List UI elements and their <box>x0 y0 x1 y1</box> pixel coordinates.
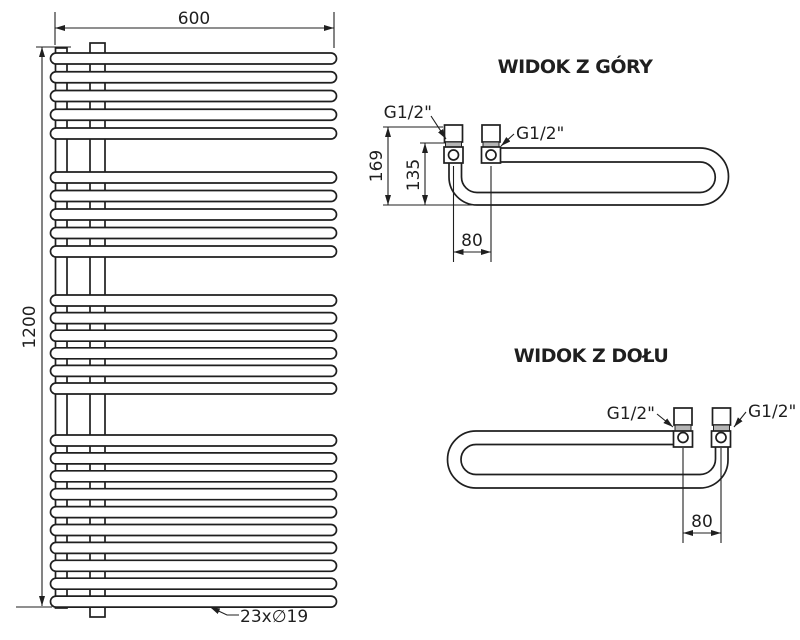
width-dim-label: 600 <box>178 9 210 29</box>
tube <box>49 364 338 378</box>
tube <box>49 245 338 258</box>
valve-block <box>673 407 693 426</box>
dim-135: 135 <box>404 142 445 205</box>
valve-block <box>711 407 732 426</box>
tube <box>49 226 338 240</box>
tube-count-label: 23x∅19 <box>240 607 308 627</box>
tube-count-callout: 23x∅19 <box>209 606 308 627</box>
thread-band <box>713 424 730 432</box>
pipe-return-bend <box>699 161 717 194</box>
bottom-view: WIDOK Z DOŁU 80 <box>446 345 796 543</box>
dim-80-top: 80 <box>452 166 492 262</box>
leader-line <box>656 413 674 428</box>
tube <box>49 108 338 122</box>
height-dimension: 1200 <box>16 46 71 608</box>
tube <box>49 189 338 203</box>
top-view-pipe <box>448 147 730 206</box>
tube <box>49 523 338 537</box>
connection-label-left: G1/2" <box>384 103 432 123</box>
tube <box>49 171 338 184</box>
tube <box>49 434 338 447</box>
dim-135-label: 135 <box>404 159 424 191</box>
tube <box>49 89 338 103</box>
pipe-return-bend <box>699 147 730 206</box>
tube <box>49 52 338 65</box>
connection-label-right: G1/2" <box>516 124 564 144</box>
top-view-fittings <box>443 124 502 164</box>
tube <box>49 577 338 591</box>
bottom-view-fittings <box>672 407 732 448</box>
valve-block <box>443 124 464 143</box>
pipe-return-bend <box>446 430 477 489</box>
leader-line <box>500 133 515 147</box>
tube <box>49 311 338 325</box>
dim-80-top-label: 80 <box>461 231 483 251</box>
dim-169-label: 169 <box>367 150 387 182</box>
leader-line <box>430 115 447 140</box>
front-view: 600 1200 23x∅19 <box>16 9 338 627</box>
connection-label-left: G1/2" <box>607 404 655 424</box>
top-connection-callouts: G1/2" G1/2" <box>384 103 564 147</box>
dim-80-bottom-label: 80 <box>691 512 713 532</box>
tube <box>49 208 338 221</box>
tube <box>49 541 338 555</box>
valve-port <box>447 149 460 161</box>
dim-169: 169 <box>367 126 474 206</box>
valve-block <box>481 124 501 143</box>
tube <box>49 505 338 519</box>
pipe-elbow <box>699 447 717 476</box>
top-view: WIDOK Z GÓRY 169 <box>367 54 730 262</box>
bottom-view-title: WIDOK Z DOŁU <box>514 345 669 367</box>
tube <box>49 469 338 483</box>
pipe-elbow <box>460 163 478 194</box>
valve-port <box>677 431 689 444</box>
tube <box>49 559 338 573</box>
tube <box>49 382 338 395</box>
bottom-view-pipe <box>446 430 729 489</box>
tube <box>49 595 338 608</box>
tube <box>49 294 338 307</box>
tube <box>49 70 338 84</box>
tube <box>49 487 338 501</box>
valve-port <box>485 149 497 161</box>
pipe-return-bend <box>460 443 477 476</box>
leader-line <box>733 411 747 428</box>
tube-rows <box>49 52 338 608</box>
tube <box>49 329 338 343</box>
bottom-connection-callouts: G1/2" G1/2" <box>607 402 796 428</box>
width-dimension: 600 <box>54 9 335 48</box>
tube <box>49 346 338 360</box>
tube <box>49 452 338 465</box>
dim-80-bottom: 80 <box>682 448 722 543</box>
tube <box>49 127 338 140</box>
height-dim-label: 1200 <box>20 305 40 348</box>
connection-label-right: G1/2" <box>748 402 796 422</box>
valve-port <box>715 431 727 444</box>
top-view-title: WIDOK Z GÓRY <box>498 54 654 78</box>
left-collector-pipe <box>54 47 68 609</box>
leader-line <box>209 606 239 616</box>
thread-band <box>674 424 692 432</box>
